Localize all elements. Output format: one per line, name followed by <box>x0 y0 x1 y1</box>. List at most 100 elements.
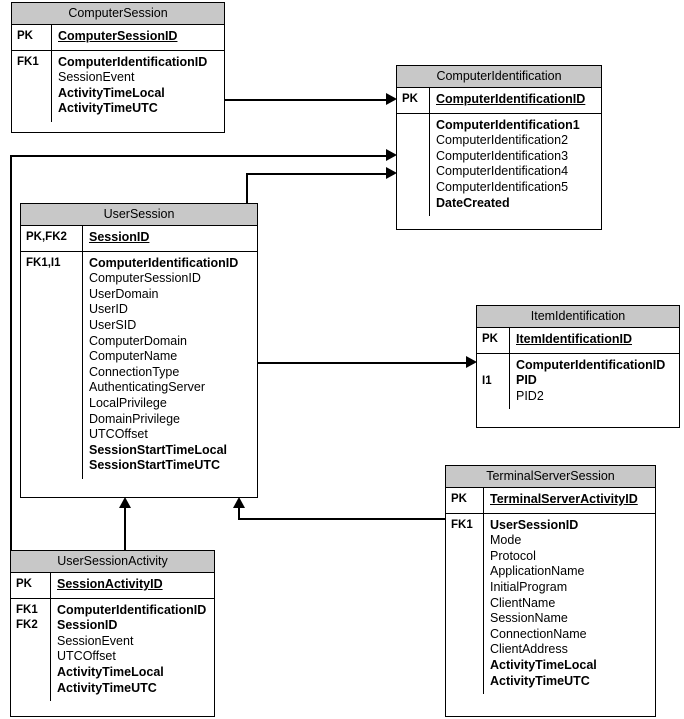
field-column: ComputerIdentificationID <box>430 88 601 113</box>
field: DateCreated <box>436 195 510 210</box>
field-column: ComputerIdentificationID PID PID2 <box>510 354 679 410</box>
entity-title-itemidentification: ItemIdentification <box>477 306 679 328</box>
connector-usersessionactivity-to-computeridentification-horizontal <box>10 155 390 157</box>
field-column: SessionActivityID <box>51 573 214 598</box>
field: UserID <box>89 302 128 317</box>
connector-terminalserversession-to-usersession-vertical <box>238 508 240 519</box>
field: ClientAddress <box>490 642 568 657</box>
connector-usersession-to-itemidentification <box>258 362 470 364</box>
field: PID <box>516 373 537 388</box>
key-column: FK1 FK2 <box>11 598 51 702</box>
entity-pk-section-usersessionactivity: PK SessionActivityID <box>11 573 214 599</box>
key-line: FK2 <box>16 619 38 632</box>
key-column: PK <box>397 88 430 113</box>
arrowhead-computeridentification-2 <box>386 149 397 161</box>
field: ConnectionType <box>89 364 180 379</box>
field: UserSessionID <box>490 517 579 532</box>
field-pk: SessionActivityID <box>57 577 163 591</box>
entity-title-usersession: UserSession <box>21 204 257 226</box>
field: SessionName <box>490 611 568 626</box>
field: UserDomain <box>89 286 159 301</box>
field-column: ComputerIdentificationID SessionID Sessi… <box>51 599 214 702</box>
field: ComputerSessionID <box>89 271 201 286</box>
field-pk: ComputerSessionID <box>58 29 178 43</box>
field-column: TerminalServerActivityID <box>484 488 655 513</box>
field: SessionEvent <box>57 633 134 648</box>
connector-usersessionactivity-to-usersession <box>124 508 126 551</box>
field: ApplicationName <box>490 564 585 579</box>
entity-computersession[interactable]: ComputerSession PK ComputerSessionID FK1… <box>11 2 225 133</box>
field: ConnectionName <box>490 626 587 641</box>
arrowhead-usersession-1 <box>119 497 131 508</box>
key-column: FK1 <box>12 50 52 122</box>
field-column: UserSessionID Mode Protocol ApplicationN… <box>484 514 655 695</box>
key-column: I1 <box>477 353 510 410</box>
field: DomainPrivilege <box>89 411 181 426</box>
field-pk: ComputerIdentificationID <box>436 92 586 106</box>
key-column: PK <box>446 488 484 513</box>
key-column: FK1 <box>446 513 484 695</box>
field-pk: ItemIdentificationID <box>516 332 632 346</box>
field: UTCOffset <box>57 649 116 664</box>
arrowhead-usersession-2 <box>233 497 245 508</box>
connector-usersession-to-computeridentification-vertical <box>246 173 248 204</box>
entity-attr-section-usersessionactivity: FK1 FK2 ComputerIdentificationID Session… <box>11 598 214 702</box>
connector-usersession-to-computeridentification-horizontal <box>246 173 390 175</box>
field-column: ComputerIdentificationID ComputerSession… <box>83 252 257 479</box>
field: ComputerName <box>89 349 178 364</box>
field: ActivityTimeUTC <box>58 101 158 116</box>
field: Protocol <box>490 548 536 563</box>
field: SessionStartTimeUTC <box>89 458 221 473</box>
field-column: ComputerSessionID <box>52 25 224 50</box>
entity-attr-section-computersession: FK1 ComputerIdentificationID SessionEven… <box>12 50 224 122</box>
entity-pk-section-computersession: PK ComputerSessionID <box>12 25 224 51</box>
field-column: ItemIdentificationID <box>510 328 679 353</box>
field: ActivityTimeUTC <box>490 673 590 688</box>
field: ComputerIdentification3 <box>436 148 569 163</box>
arrowhead-itemidentification <box>466 356 477 368</box>
field: AuthenticatingServer <box>89 380 206 395</box>
key-column: FK1,I1 <box>21 251 83 479</box>
key-line: FK1 <box>16 603 38 616</box>
entity-usersessionactivity[interactable]: UserSessionActivity PK SessionActivityID… <box>10 550 215 717</box>
arrowhead-computeridentification-1 <box>386 93 397 105</box>
entity-pk-section-usersession: PK,FK2 SessionID <box>21 226 257 252</box>
field-column: ComputerIdentificationID SessionEvent Ac… <box>52 51 224 122</box>
field-pk: TerminalServerActivityID <box>490 492 638 506</box>
key-column: PK <box>12 25 52 50</box>
field: UTCOffset <box>89 427 148 442</box>
entity-usersession[interactable]: UserSession PK,FK2 SessionID FK1,I1 Comp… <box>20 203 258 498</box>
field: ActivityTimeLocal <box>57 664 164 679</box>
connector-computersession-to-computeridentification <box>224 99 390 101</box>
entity-attr-section-computeridentification: ComputerIdentification1 ComputerIdentifi… <box>397 113 601 217</box>
entity-title-usersessionactivity: UserSessionActivity <box>11 551 214 573</box>
field: ComputerIdentification5 <box>436 179 569 194</box>
field: ComputerIdentificationID <box>57 602 207 617</box>
entity-attr-section-itemidentification: I1 ComputerIdentificationID PID PID2 <box>477 353 679 410</box>
field: ActivityTimeUTC <box>57 680 157 695</box>
field: ComputerIdentificationID <box>516 357 666 372</box>
entity-computeridentification[interactable]: ComputerIdentification PK ComputerIdenti… <box>396 65 602 230</box>
connector-usersessionactivity-to-computeridentification-vertical <box>10 155 12 551</box>
field: SessionStartTimeLocal <box>89 442 228 457</box>
entity-title-computeridentification: ComputerIdentification <box>397 66 601 88</box>
field: PID2 <box>516 388 544 403</box>
key-column: PK <box>477 328 510 353</box>
field-pk: SessionID <box>89 230 150 244</box>
field-column: SessionID <box>83 226 257 251</box>
field: ComputerIdentification1 <box>436 117 580 132</box>
key-column: PK,FK2 <box>21 226 83 251</box>
entity-pk-section-computeridentification: PK ComputerIdentificationID <box>397 88 601 114</box>
field: Mode <box>490 533 522 548</box>
field: SessionEvent <box>58 70 135 85</box>
field: ComputerIdentification4 <box>436 164 569 179</box>
entity-title-computersession: ComputerSession <box>12 3 224 25</box>
field: ComputerIdentification2 <box>436 133 569 148</box>
key-column: PK <box>11 573 51 598</box>
entity-terminalserversession[interactable]: TerminalServerSession PK TerminalServerA… <box>445 465 656 717</box>
field: UserSID <box>89 317 137 332</box>
entity-pk-section-itemidentification: PK ItemIdentificationID <box>477 328 679 354</box>
entity-itemidentification[interactable]: ItemIdentification PK ItemIdentification… <box>476 305 680 428</box>
field: SessionID <box>57 618 118 633</box>
